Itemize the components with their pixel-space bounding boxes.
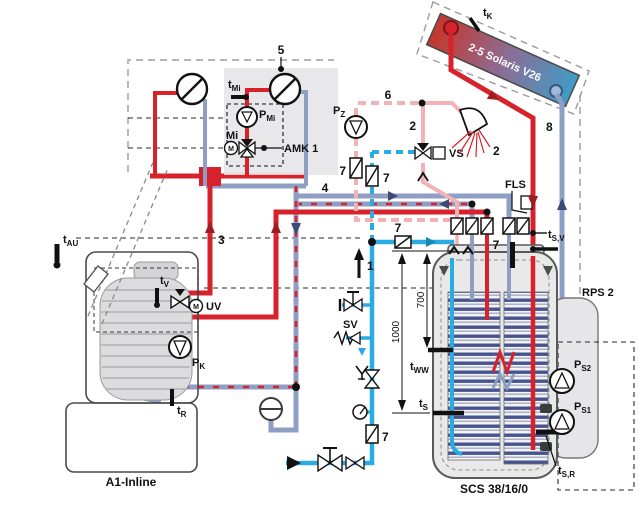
heating-circuit-icon [175, 72, 209, 106]
control-wire-dashes [76, 117, 434, 289]
point-1: 1 [367, 259, 374, 273]
mi-label: Mi [226, 130, 238, 142]
svg-text:tR: tR [177, 405, 187, 419]
valve-icon [345, 455, 365, 471]
pump-pk-icon: PK [168, 335, 205, 371]
svg-text:7: 7 [493, 238, 500, 252]
flow-arrows [205, 90, 567, 247]
pump-pz-icon: PZ [333, 105, 368, 139]
point-3: 3 [218, 233, 225, 247]
sv-label: SV [343, 319, 358, 331]
pump-pmi-icon: PMi [236, 106, 275, 128]
dim-700: 700 [416, 291, 427, 308]
boiler: A1-Inline [65, 159, 199, 489]
manifold-junction [199, 167, 221, 186]
junction-dots [292, 200, 491, 391]
sensor-tmi: tMi [228, 79, 249, 100]
inlet-arrow-icon [287, 456, 301, 470]
svg-text:PZ: PZ [333, 105, 345, 119]
point-4: 4 [322, 181, 329, 195]
mi-motor-label: M [228, 146, 234, 153]
check-valve-icon: 7 [339, 157, 363, 179]
safety-valve-sv: SV [333, 319, 369, 380]
check-valve-icon: 7 [365, 424, 389, 444]
dimension-arrowheads [398, 253, 431, 411]
svg-text:7: 7 [383, 171, 390, 185]
svg-text:tS: tS [419, 398, 429, 412]
point-8: 8 [546, 120, 553, 134]
svg-text:FLS: FLS [505, 179, 526, 191]
pump-ps1-icon: PS1 [549, 401, 592, 435]
shutoff-valve-icon [338, 291, 363, 313]
anode-icon [510, 242, 515, 268]
sensor-ts: tS [419, 398, 464, 416]
vs-label: VS [449, 148, 464, 160]
cold-water-fittings: 7 SV 7 7 7 1 [287, 157, 412, 473]
storage-tank: SCS 38/16/0 [432, 195, 558, 496]
uv-valve: M UV [170, 289, 222, 314]
sensor-fls: FLS [505, 179, 528, 214]
svg-text:tWW: tWW [410, 361, 429, 375]
flue-section [83, 265, 109, 293]
svg-text:tMi: tMi [228, 79, 241, 93]
flue-icon [87, 159, 169, 325]
dhw-station: PZ 6 2 VS 2 [333, 88, 500, 182]
svg-text:7: 7 [395, 221, 402, 235]
collector-hot-port [443, 20, 459, 36]
sensor-tww: tWW [410, 347, 453, 375]
check-valve-icon: 7 [394, 221, 412, 249]
mixer-valve-mi: M Mi [223, 130, 256, 158]
valve-vertical-icon [358, 369, 381, 389]
shower-point-2: 2 [493, 144, 500, 158]
dimension-lines [392, 250, 455, 414]
expansion-vessel [259, 397, 283, 421]
svg-text:tAU: tAU [63, 234, 78, 248]
svg-text:tS,V: tS,V [548, 229, 565, 243]
solar-collector: 2-5 Solaris V26 tK [425, 7, 581, 108]
uv-label: UV [206, 301, 222, 313]
amk-module: tMi PMi M Mi AMK 1 5 [175, 43, 338, 186]
dim-1000: 1000 [391, 320, 402, 343]
tank-label: SCS 38/16/0 [460, 482, 528, 496]
sensor-tk-label: tK [483, 7, 493, 21]
svg-text:PS2: PS2 [574, 359, 592, 373]
point-2: 2 [409, 119, 416, 133]
sensor-tr: tR [170, 389, 187, 419]
amk-label: AMK 1 [284, 143, 318, 155]
boiler-label: A1-Inline [106, 475, 157, 489]
check-valve-icon: 7 [365, 165, 390, 187]
pump-ps2-icon: PS2 [549, 359, 592, 394]
heating-circuit-icon [268, 72, 302, 106]
check-valve-bank: 7 [450, 217, 530, 252]
sensor-tv: tV [154, 275, 170, 308]
svg-text:PS1: PS1 [574, 401, 592, 415]
pump-pk-label: PK [192, 357, 205, 371]
svg-text:7: 7 [382, 430, 389, 444]
svg-text:7: 7 [339, 164, 346, 178]
svg-text:PMi: PMi [259, 109, 275, 123]
shower-icon: 2 [451, 107, 500, 158]
rps-label: RPS 2 [582, 287, 614, 299]
uv-motor-label: M [193, 304, 199, 311]
svg-text:tV: tV [160, 275, 170, 289]
sensor-tau: tAU [53, 234, 78, 269]
sensor-tsv: tS,V [530, 229, 565, 252]
sensor-tsr: tS,R [545, 435, 575, 479]
point-6: 6 [385, 88, 392, 102]
pressure-gauge-icon [352, 404, 368, 420]
shutoff-valve-icon [317, 447, 343, 473]
vs-valve: VS [414, 143, 464, 182]
point-5: 5 [278, 43, 285, 57]
svg-text:tS,R: tS,R [558, 465, 575, 479]
